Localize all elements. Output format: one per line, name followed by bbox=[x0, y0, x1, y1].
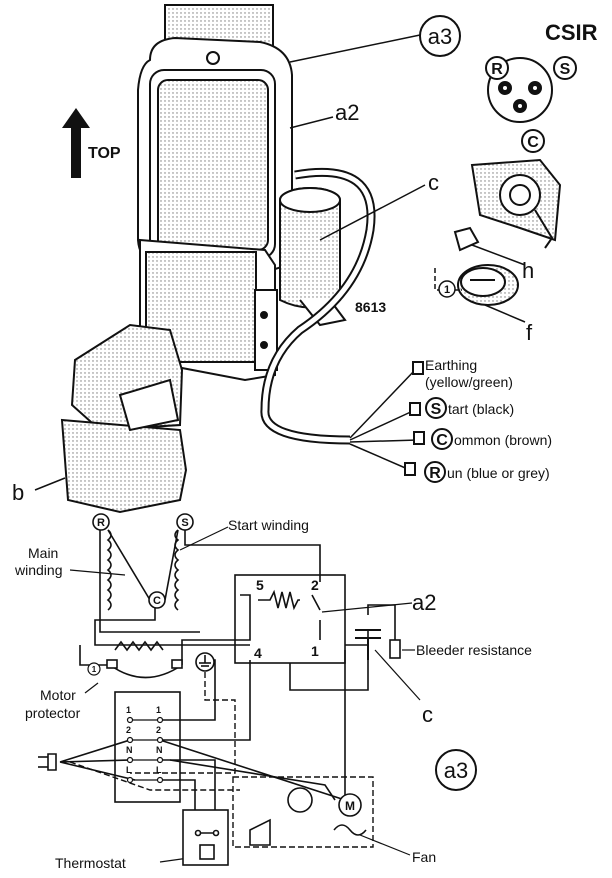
reference-number: 8613 bbox=[355, 299, 386, 315]
common-wire-label: ommon (brown) bbox=[454, 432, 552, 448]
mains-plug-icon bbox=[38, 753, 57, 771]
switch-row-1-right: 1 bbox=[156, 705, 161, 715]
top-label: TOP bbox=[88, 145, 121, 162]
a3-callout-circle bbox=[419, 15, 461, 57]
start-wire-letter: S bbox=[431, 401, 442, 418]
fan-assembly bbox=[249, 787, 367, 846]
terminal-C-circle bbox=[521, 129, 545, 153]
switch-row-1-left: 1 bbox=[126, 705, 131, 715]
schem-motor-protector bbox=[106, 640, 183, 679]
schem-C-circle bbox=[148, 591, 166, 609]
model-label: CSIR bbox=[545, 20, 598, 45]
schem-protector-terminal bbox=[87, 662, 101, 676]
start-winding-label: Start winding bbox=[228, 517, 309, 533]
relay-pin-5: 5 bbox=[256, 577, 264, 593]
leader-lines-top bbox=[34, 34, 526, 491]
switch-row-l-right: L bbox=[156, 765, 162, 775]
motor-protector-label-1: Motor bbox=[40, 687, 76, 703]
protector-terminal-circle bbox=[438, 280, 456, 298]
fan-label: Fan bbox=[412, 849, 436, 865]
schem-S-label: S bbox=[181, 517, 188, 529]
thermostat-symbol bbox=[182, 809, 229, 866]
common-wire-letter: C bbox=[436, 432, 448, 449]
switch-row-n-left: N bbox=[126, 745, 133, 755]
fan-motor-label: M bbox=[345, 799, 355, 813]
earth-icon bbox=[195, 652, 215, 672]
run-wire-letter: R bbox=[429, 465, 441, 482]
clip-part bbox=[453, 226, 480, 252]
c-callout-schematic: c bbox=[422, 702, 433, 727]
cover-illustration bbox=[60, 323, 188, 514]
top-arrow bbox=[62, 108, 90, 178]
schematic-earth-wires bbox=[69, 672, 374, 848]
earthing-label: Earthing bbox=[425, 357, 477, 373]
switch-row-2-right: 2 bbox=[156, 725, 161, 735]
schem-S-circle bbox=[176, 513, 194, 531]
main-winding-label-1: Main bbox=[28, 545, 58, 561]
common-wire-circle bbox=[431, 428, 453, 450]
run-wire-label: un (blue or grey) bbox=[447, 465, 550, 481]
terminal-R-label: R bbox=[491, 61, 503, 78]
leader-lines-schematic bbox=[69, 526, 421, 863]
motor-protector-label-2: protector bbox=[25, 705, 81, 721]
bleeder-label: Bleeder resistance bbox=[416, 642, 532, 658]
switch-row-l-left: L bbox=[126, 765, 132, 775]
relay-part bbox=[470, 158, 562, 249]
a2-callout-schematic: a2 bbox=[412, 590, 436, 615]
relay-pin-4: 4 bbox=[254, 645, 262, 661]
earthing-color-label: (yellow/green) bbox=[425, 374, 513, 390]
terminal-S-circle bbox=[553, 56, 577, 80]
bleeder-resistor bbox=[389, 639, 401, 659]
schem-R-label: R bbox=[97, 517, 105, 529]
schem-R-circle bbox=[92, 513, 110, 531]
a3-callout-circle-schematic bbox=[435, 749, 477, 791]
start-wire-label: tart (black) bbox=[448, 401, 514, 417]
c-callout-top: c bbox=[428, 170, 439, 195]
run-wire-circle bbox=[424, 461, 446, 483]
motor-protector-part bbox=[457, 264, 519, 306]
a3-callout-schematic: a3 bbox=[444, 758, 468, 783]
schem-protector-terminal-label: 1 bbox=[92, 665, 97, 674]
a2-callout-top: a2 bbox=[335, 100, 359, 125]
main-winding-label-2: winding bbox=[14, 562, 62, 578]
thermostat-label: Thermostat bbox=[55, 855, 126, 871]
capacitor-symbol bbox=[355, 629, 381, 660]
switch-row-2-left: 2 bbox=[126, 725, 131, 735]
a3-callout: a3 bbox=[428, 24, 452, 49]
terminal-C-label: C bbox=[527, 134, 539, 151]
protector-terminal-label: 1 bbox=[444, 284, 450, 296]
start-wire-circle bbox=[425, 397, 447, 419]
terminal-S-label: S bbox=[560, 61, 571, 78]
h-callout: h bbox=[522, 258, 534, 283]
electrical-box-illustration bbox=[137, 4, 425, 476]
terminal-R-circle bbox=[485, 56, 509, 80]
switch-row-n-right: N bbox=[156, 745, 163, 755]
f-callout: f bbox=[526, 320, 533, 345]
relay-pin-1: 1 bbox=[311, 643, 319, 659]
b-callout: b bbox=[12, 480, 24, 505]
main-switch-block bbox=[126, 716, 164, 784]
relay-pin-2: 2 bbox=[311, 577, 319, 593]
schem-C-label: C bbox=[153, 595, 161, 607]
